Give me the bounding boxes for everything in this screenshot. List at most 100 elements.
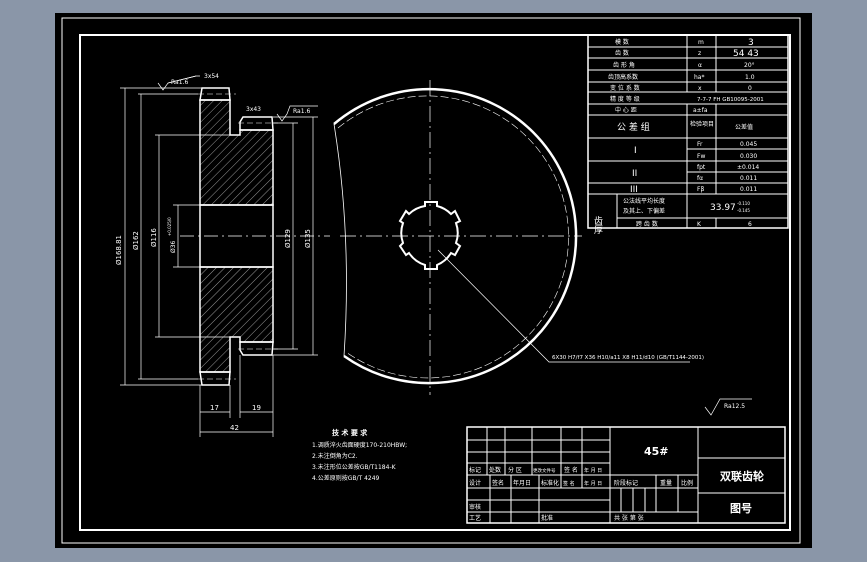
row-label: 模 数 bbox=[615, 38, 629, 46]
parameter-table: 模 数 m 3 齿 数 z 54 43 齿 形 角 α 20° 齿顶高系数 ha… bbox=[587, 34, 789, 235]
inner-frame bbox=[79, 34, 791, 531]
dim-w1: 17 bbox=[210, 404, 219, 412]
tb-label: 签名 bbox=[492, 479, 504, 487]
section-view: Ra1.6 3x54 3x43 Ra1.6 Ø168.81 Ø162 Ø116 … bbox=[115, 73, 330, 437]
tb-label: 设计 bbox=[469, 479, 481, 487]
dim-w2: 19 bbox=[252, 404, 261, 412]
span-label: 跨 齿 数 bbox=[636, 220, 658, 228]
general-roughness: Ra12.5 bbox=[724, 403, 745, 410]
roughness-label-right: Ra1.6 bbox=[293, 108, 310, 115]
row-val: 0 bbox=[748, 85, 752, 92]
tb-label: 标记 bbox=[469, 466, 481, 474]
tb-label: 更改文件号 bbox=[533, 467, 556, 474]
tb-review: 审核 bbox=[469, 503, 481, 511]
item-val: ±0.014 bbox=[737, 164, 759, 171]
gear-outer-arc bbox=[333, 87, 578, 385]
dim-d4-tol: +0.025/0 bbox=[167, 217, 172, 236]
spline-leader bbox=[437, 249, 690, 363]
tb-scale: 比例 bbox=[681, 479, 693, 487]
tb-label: 分 区 bbox=[508, 466, 522, 474]
gear1-tooth-top bbox=[199, 87, 231, 101]
tb-weight: 重量 bbox=[660, 479, 672, 487]
tb-label: 标准化 bbox=[541, 479, 559, 487]
item-val: 0.011 bbox=[740, 175, 757, 182]
gear2-tooth-top bbox=[239, 116, 274, 131]
row-val: 7-7-7 FH GB10095-2001 bbox=[697, 97, 764, 103]
row-sym: m bbox=[698, 39, 704, 46]
break-line bbox=[333, 123, 347, 357]
gear1-tooth-bottom bbox=[199, 371, 231, 386]
pitch-circle-arc bbox=[337, 95, 569, 379]
item-sym: Fr bbox=[697, 141, 703, 148]
row-val: 1.0 bbox=[745, 74, 755, 81]
item-val: 0.045 bbox=[740, 141, 757, 148]
row-sym: z bbox=[698, 50, 701, 57]
drawing-canvas bbox=[55, 13, 812, 548]
tech-req-item: 3.未注形位公差按GB/T1184-K bbox=[312, 463, 397, 471]
dimension-lines bbox=[120, 75, 318, 437]
tech-req-title: 技 术 要 求 bbox=[332, 428, 368, 437]
tech-requirements: 技 术 要 求 1.调质淬火齿面硬度170-210HBW; 2.未注倒角为C2.… bbox=[312, 428, 407, 482]
thickness-upper: -0.110 bbox=[737, 201, 750, 206]
item-val: 0.011 bbox=[740, 186, 757, 193]
tech-req-item: 4.公差原则按GB/T 4249 bbox=[312, 474, 380, 482]
dim-d1: Ø168.81 bbox=[115, 235, 123, 265]
dim-d6: Ø135 bbox=[304, 229, 312, 248]
span-sym: K bbox=[697, 221, 702, 228]
span-val: 6 bbox=[748, 221, 752, 228]
row-val: 20° bbox=[744, 62, 755, 69]
row-label: 中 心 距 bbox=[615, 106, 637, 114]
dim-w3: 42 bbox=[230, 424, 239, 432]
row-sym: x bbox=[698, 85, 702, 92]
outer-frame bbox=[61, 17, 801, 544]
tb-label: 年 月 日 bbox=[584, 467, 602, 474]
part-name: 双联齿轮 bbox=[720, 469, 764, 483]
tb-stage: 阶段标记 bbox=[614, 479, 638, 487]
thickness-desc: 及其上、下偏差 bbox=[623, 207, 665, 215]
dim-d5: Ø129 bbox=[284, 229, 292, 248]
group-header: 公 差 组 bbox=[617, 121, 650, 133]
dim-d2: Ø162 bbox=[132, 231, 140, 250]
item-sym: Fw bbox=[697, 153, 705, 160]
front-view: 6X30 H7/f7 X36 H10/a11 X8 H11/d10 (GB/T1… bbox=[333, 80, 704, 395]
material: 45# bbox=[644, 445, 669, 458]
thickness-label: 齿厚 bbox=[592, 216, 603, 235]
row-sym: α bbox=[698, 62, 702, 69]
item-val: 0.030 bbox=[740, 153, 757, 160]
row-label: 精 度 等 级 bbox=[610, 95, 640, 103]
tb-process: 工艺 bbox=[469, 514, 481, 522]
tb-label: 签 名 bbox=[563, 480, 575, 487]
row-label: 变 位 系 数 bbox=[610, 84, 640, 92]
roughness-symbol bbox=[704, 398, 752, 416]
roughness-label-left: Ra1.6 bbox=[171, 79, 188, 86]
tb-label: 年月日 bbox=[513, 479, 531, 487]
title-block: 标记 处数 分 区 更改文件号 签 名 年 月 日 设计 签名 年月日 标准化 … bbox=[466, 426, 786, 524]
tb-approve: 批准 bbox=[541, 514, 553, 522]
thickness-desc: 公法线平均长度 bbox=[623, 197, 665, 205]
item-sym: Fβ bbox=[697, 186, 704, 193]
chamfer-label-right: 3x43 bbox=[246, 106, 261, 113]
group-label: I bbox=[634, 146, 637, 156]
tech-req-item: 2.未注倒角为C2. bbox=[312, 452, 358, 460]
dim-d4: Ø36 bbox=[170, 240, 177, 253]
chamfer-label-left: 3x54 bbox=[204, 73, 219, 80]
thickness-val: 33.97 bbox=[710, 203, 736, 213]
dim-d3: Ø116 bbox=[150, 228, 158, 247]
tb-label: 年 月 日 bbox=[584, 480, 602, 487]
gear2-tooth-bottom bbox=[239, 341, 274, 356]
tb-sheets: 共 张 第 张 bbox=[614, 514, 644, 522]
group-header-val: 公差值 bbox=[735, 123, 753, 131]
spline-callout: 6X30 H7/f7 X36 H10/a11 X8 H11/d10 (GB/T1… bbox=[552, 355, 704, 361]
item-sym: fpt bbox=[697, 164, 706, 171]
row-val: 54 43 bbox=[733, 49, 759, 59]
row-sym: ha* bbox=[694, 74, 704, 81]
tb-label: 签 名 bbox=[564, 466, 578, 474]
group-label: II bbox=[632, 169, 637, 179]
group-label: III bbox=[630, 185, 638, 195]
row-val: 3 bbox=[748, 38, 754, 48]
row-label: 齿 数 bbox=[615, 49, 629, 57]
tech-req-item: 1.调质淬火齿面硬度170-210HBW; bbox=[312, 441, 407, 449]
thickness-lower: -0.145 bbox=[737, 208, 750, 213]
item-sym: fα bbox=[697, 175, 703, 182]
